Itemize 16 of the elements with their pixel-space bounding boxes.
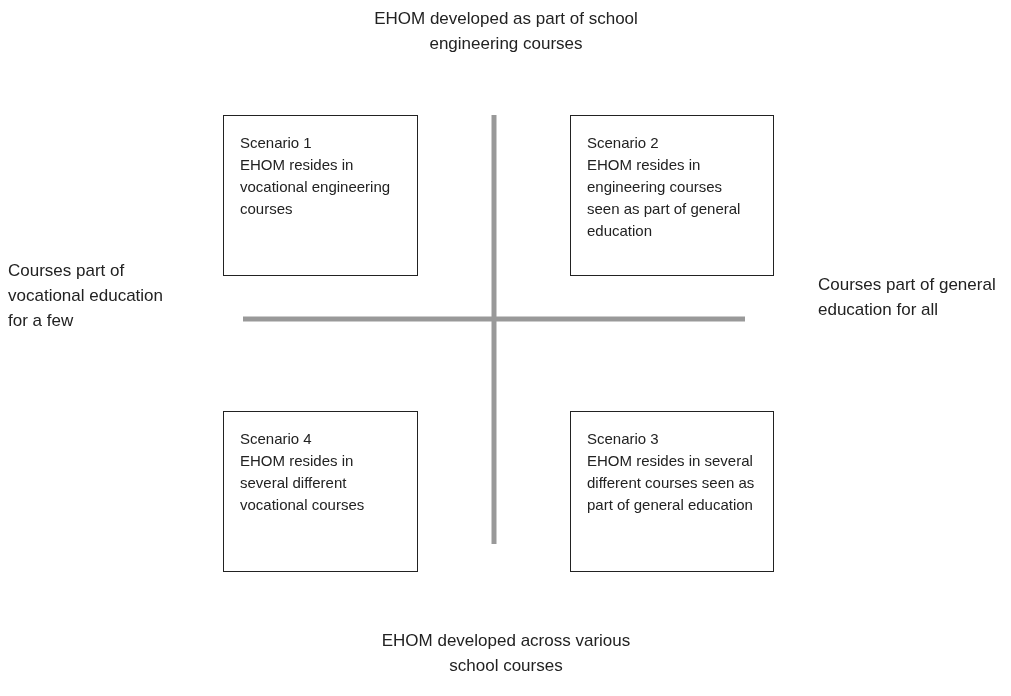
- scenario-box: [570, 411, 774, 572]
- axis-label: Courses part of vocational education for a few: [8, 260, 164, 332]
- scenario-description: EHOM resides in engineering courses seen as part of general education: [587, 155, 742, 241]
- scenario-box: [223, 411, 418, 572]
- scenario-heading: Scenario 1: [240, 133, 313, 153]
- scenario-description: EHOM resides in vocational engineering courses: [240, 155, 392, 219]
- scenario-heading: Scenario 2: [587, 133, 660, 153]
- scenario-description: EHOM resides in several different courses seen as part of general education: [587, 451, 756, 515]
- scenario-box: [570, 115, 774, 276]
- axis-label: Courses part of general education for all: [818, 274, 997, 321]
- axis-label: EHOM developed as part of school engineering courses: [373, 8, 639, 55]
- scenario-heading: Scenario 4: [240, 429, 313, 449]
- scenario-heading: Scenario 3: [587, 429, 660, 449]
- scenario-description: EHOM resides in several different vocational courses: [240, 451, 366, 515]
- scenario-box: [223, 115, 418, 276]
- axis-label: EHOM developed across various school courses: [380, 630, 632, 677]
